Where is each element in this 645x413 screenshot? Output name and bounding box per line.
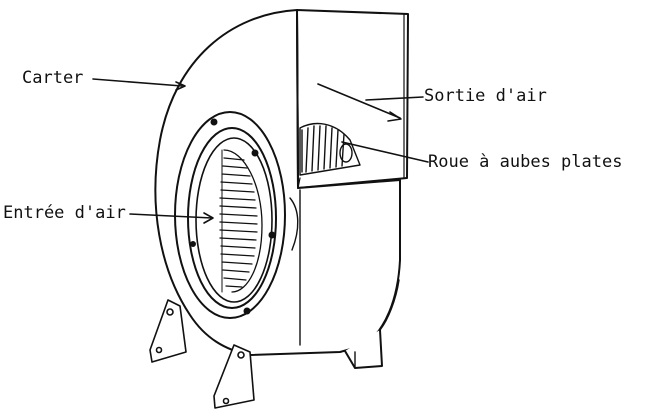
support-feet xyxy=(149,299,255,409)
roue-leader xyxy=(341,141,429,163)
impeller-outlet-view xyxy=(299,122,361,176)
carter-leader xyxy=(92,78,183,87)
leader-lines xyxy=(92,78,429,224)
sortie-leader-top xyxy=(365,96,424,101)
sortie-leader-arrow xyxy=(317,83,401,119)
label-sortie-air: Sortie d'air xyxy=(424,86,547,106)
impeller-inlet-view xyxy=(219,149,263,293)
label-carter: Carter xyxy=(22,68,84,88)
label-entree-air: Entrée d'air xyxy=(3,203,126,223)
label-roue-aubes: Roue à aubes plates xyxy=(428,152,623,172)
entree-leader xyxy=(129,213,213,219)
